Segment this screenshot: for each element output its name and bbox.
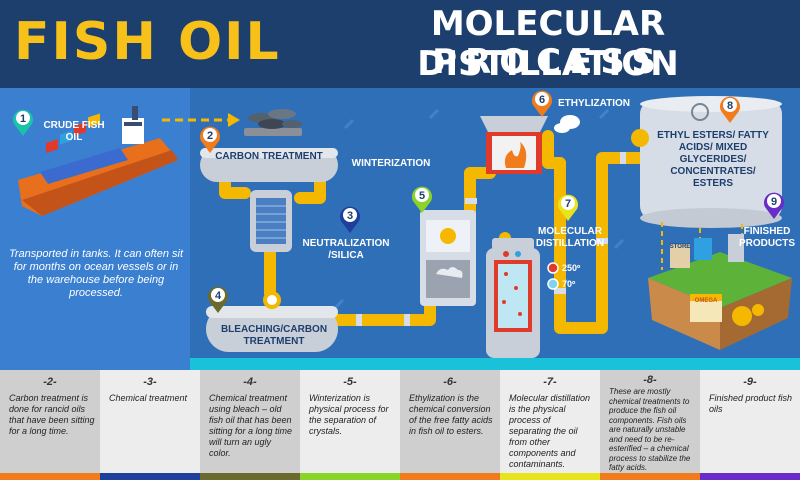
label-finished-products: FINISHED PRODUCTS (738, 226, 796, 249)
description-columns: -2- Carbon treatment is done for rancid … (0, 370, 800, 480)
label-crude-fish-oil: CRUDE FISH OIL (43, 120, 105, 143)
fish-tray (244, 109, 302, 136)
desc-col-5: -5- Winterization is physical process fo… (300, 370, 400, 480)
desc-text: Chemical treatment (109, 393, 188, 403)
label-ethyl-esters: ETHYL ESTERS/ FATTY ACIDS/ MIXED GLYCERI… (657, 130, 769, 189)
cargo-ship (18, 106, 178, 216)
tank-carbon-treatment (200, 148, 338, 182)
desc-color-bar (100, 473, 200, 480)
step-pin-1: 1 (13, 109, 34, 136)
winterization-unit (420, 210, 476, 306)
title-process: PROCESS (432, 42, 664, 82)
omega-label: OMEGA (694, 298, 718, 304)
tank-bleaching (206, 291, 338, 352)
desc-color-bar (200, 473, 300, 480)
label-ethylization: ETHYLIZATION (557, 98, 631, 109)
label-bleaching: BLEACHING/CARBON TREATMENT (220, 324, 328, 347)
desc-text: Chemical treatment using bleach – old fi… (209, 393, 293, 458)
desc-number: -7- (543, 376, 557, 388)
distillation-column (486, 238, 559, 358)
step-pin-5: 5 (412, 186, 432, 213)
desc-number: -9- (743, 376, 757, 388)
step-pin-4: 4 (208, 286, 228, 313)
label-neutralization: NEUTRALIZATION /SILICA (302, 238, 390, 261)
desc-text: Finished product fish oils (709, 393, 793, 414)
pipes (219, 130, 656, 334)
desc-number: -3- (143, 376, 157, 388)
transport-note: Transported in tanks. It can often sit f… (8, 248, 184, 299)
desc-col-7: -7- Molecular distillation is the physic… (500, 370, 600, 480)
desc-color-bar (300, 473, 400, 480)
svg-text:8: 8 (727, 100, 733, 112)
desc-col-2: -2- Carbon treatment is done for rancid … (0, 370, 100, 480)
step-pin-7: 7 (558, 194, 578, 221)
process-illustration (18, 96, 792, 358)
desc-color-bar (500, 473, 600, 480)
svg-text:3: 3 (347, 210, 353, 222)
desc-text: Winterization is physical process for th… (309, 393, 389, 436)
desc-col-6: -6- Ethylization is the chemical convers… (400, 370, 500, 480)
desc-col-3: -3- Chemical treatment (100, 370, 200, 480)
svg-text:5: 5 (419, 190, 425, 202)
temp-high: 250º (562, 263, 581, 273)
desc-text: Molecular distillation is the physical p… (509, 393, 591, 469)
svg-text:4: 4 (215, 290, 222, 302)
finished-products-island (648, 234, 792, 350)
left-panel (0, 88, 190, 370)
label-carbon-treatment: CARBON TREATMENT (215, 151, 323, 162)
dashed-arrow (162, 113, 240, 127)
desc-text: Carbon treatment is done for rancid oils… (9, 393, 95, 436)
title-molecular-distillation: MOLECULAR DISTILLATION (417, 4, 679, 84)
desc-number: -4- (243, 376, 257, 388)
svg-text:1: 1 (20, 113, 26, 125)
desc-color-bar (700, 473, 800, 480)
step-pin-8: 8 (720, 96, 740, 123)
label-molecular-distillation: MOLECULAR DISTILLATION (535, 226, 605, 249)
temp-low: 70º (562, 279, 576, 289)
process-scene: 1 2 3 4 5 6 7 8 9 CRUDE FISH OIL CARBON … (0, 88, 800, 370)
svg-text:2: 2 (207, 130, 213, 142)
step-pin-6: 6 (532, 90, 552, 117)
store-label: STORE (669, 244, 691, 250)
step-pin-2: 2 (200, 126, 220, 153)
desc-color-bar (400, 473, 500, 480)
storage-tank (631, 96, 782, 228)
desc-number: -6- (443, 376, 457, 388)
label-winterization: WINTERIZATION (351, 158, 431, 169)
desc-text: These are mostly chemical treatments to … (609, 387, 691, 472)
desc-number: -5- (343, 376, 357, 388)
header: FISH OIL MOLECULAR DISTILLATION PROCESS (0, 0, 800, 88)
desc-color-bar (600, 473, 700, 480)
step-pin-3: 3 (340, 206, 360, 233)
desc-col-8: -8- These are mostly chemical treatments… (600, 370, 700, 480)
desc-col-4: -4- Chemical treatment using bleach – ol… (200, 370, 300, 480)
scene-bottom-strip (190, 358, 800, 370)
desc-number: -8- (643, 374, 657, 386)
svg-text:9: 9 (771, 196, 777, 208)
desc-col-9: -9- Finished product fish oils (700, 370, 800, 480)
desc-text: Ethylization is the chemical conversion … (409, 393, 493, 436)
desc-color-bar (0, 473, 100, 480)
svg-text:7: 7 (565, 198, 571, 210)
ethylization-reactor (480, 115, 580, 174)
svg-text:6: 6 (539, 94, 545, 106)
desc-number: -2- (43, 376, 57, 388)
filter-neutralization (250, 190, 292, 252)
title-fish-oil: FISH OIL (14, 12, 281, 72)
step-pin-9: 9 (764, 192, 784, 219)
